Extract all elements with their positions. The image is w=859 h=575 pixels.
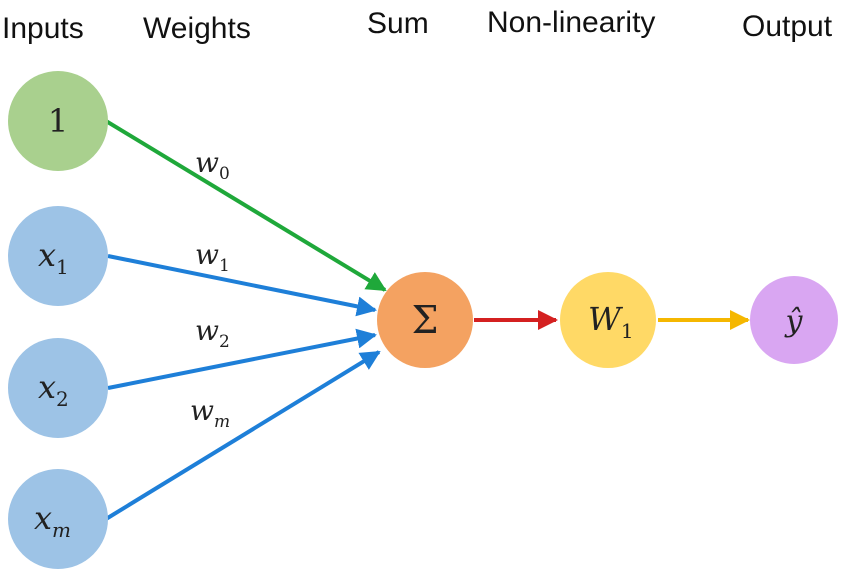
input-label-xm: xm (34, 499, 71, 542)
input-node-xm (8, 469, 108, 569)
input-label-x2: x2 (38, 368, 69, 411)
sum-node (377, 272, 473, 368)
input-1-weight-arrow (107, 254, 377, 317)
weight-label-2: w2 (195, 314, 230, 352)
header-inputs: Inputs (2, 12, 84, 45)
header-weights: Weights (143, 12, 251, 45)
sigma-symbol: Σ (412, 298, 439, 342)
weight-label-1: w1 (195, 238, 230, 276)
header-output: Output (742, 10, 833, 43)
output-label: ŷ (784, 304, 804, 339)
input-node-bias (8, 71, 108, 171)
input-node-x1 (8, 206, 108, 306)
bias-weight-arrow (104, 119, 387, 292)
nonlinearity-node (560, 272, 656, 368)
input-node-x2 (8, 338, 108, 438)
input-m-weight-arrow (104, 350, 381, 521)
weight-label-0: w0 (195, 146, 230, 184)
input-label-x1: x1 (38, 236, 69, 279)
output-node (750, 276, 838, 364)
weight-label-m: wm (190, 394, 230, 432)
nonlinearity-label: W1 (588, 300, 634, 343)
input-2-weight-arrow (107, 328, 377, 390)
input-label-bias: 1 (48, 102, 68, 140)
header-nonlinearity: Non-linearity (487, 6, 655, 39)
header-sum: Sum (367, 7, 429, 40)
